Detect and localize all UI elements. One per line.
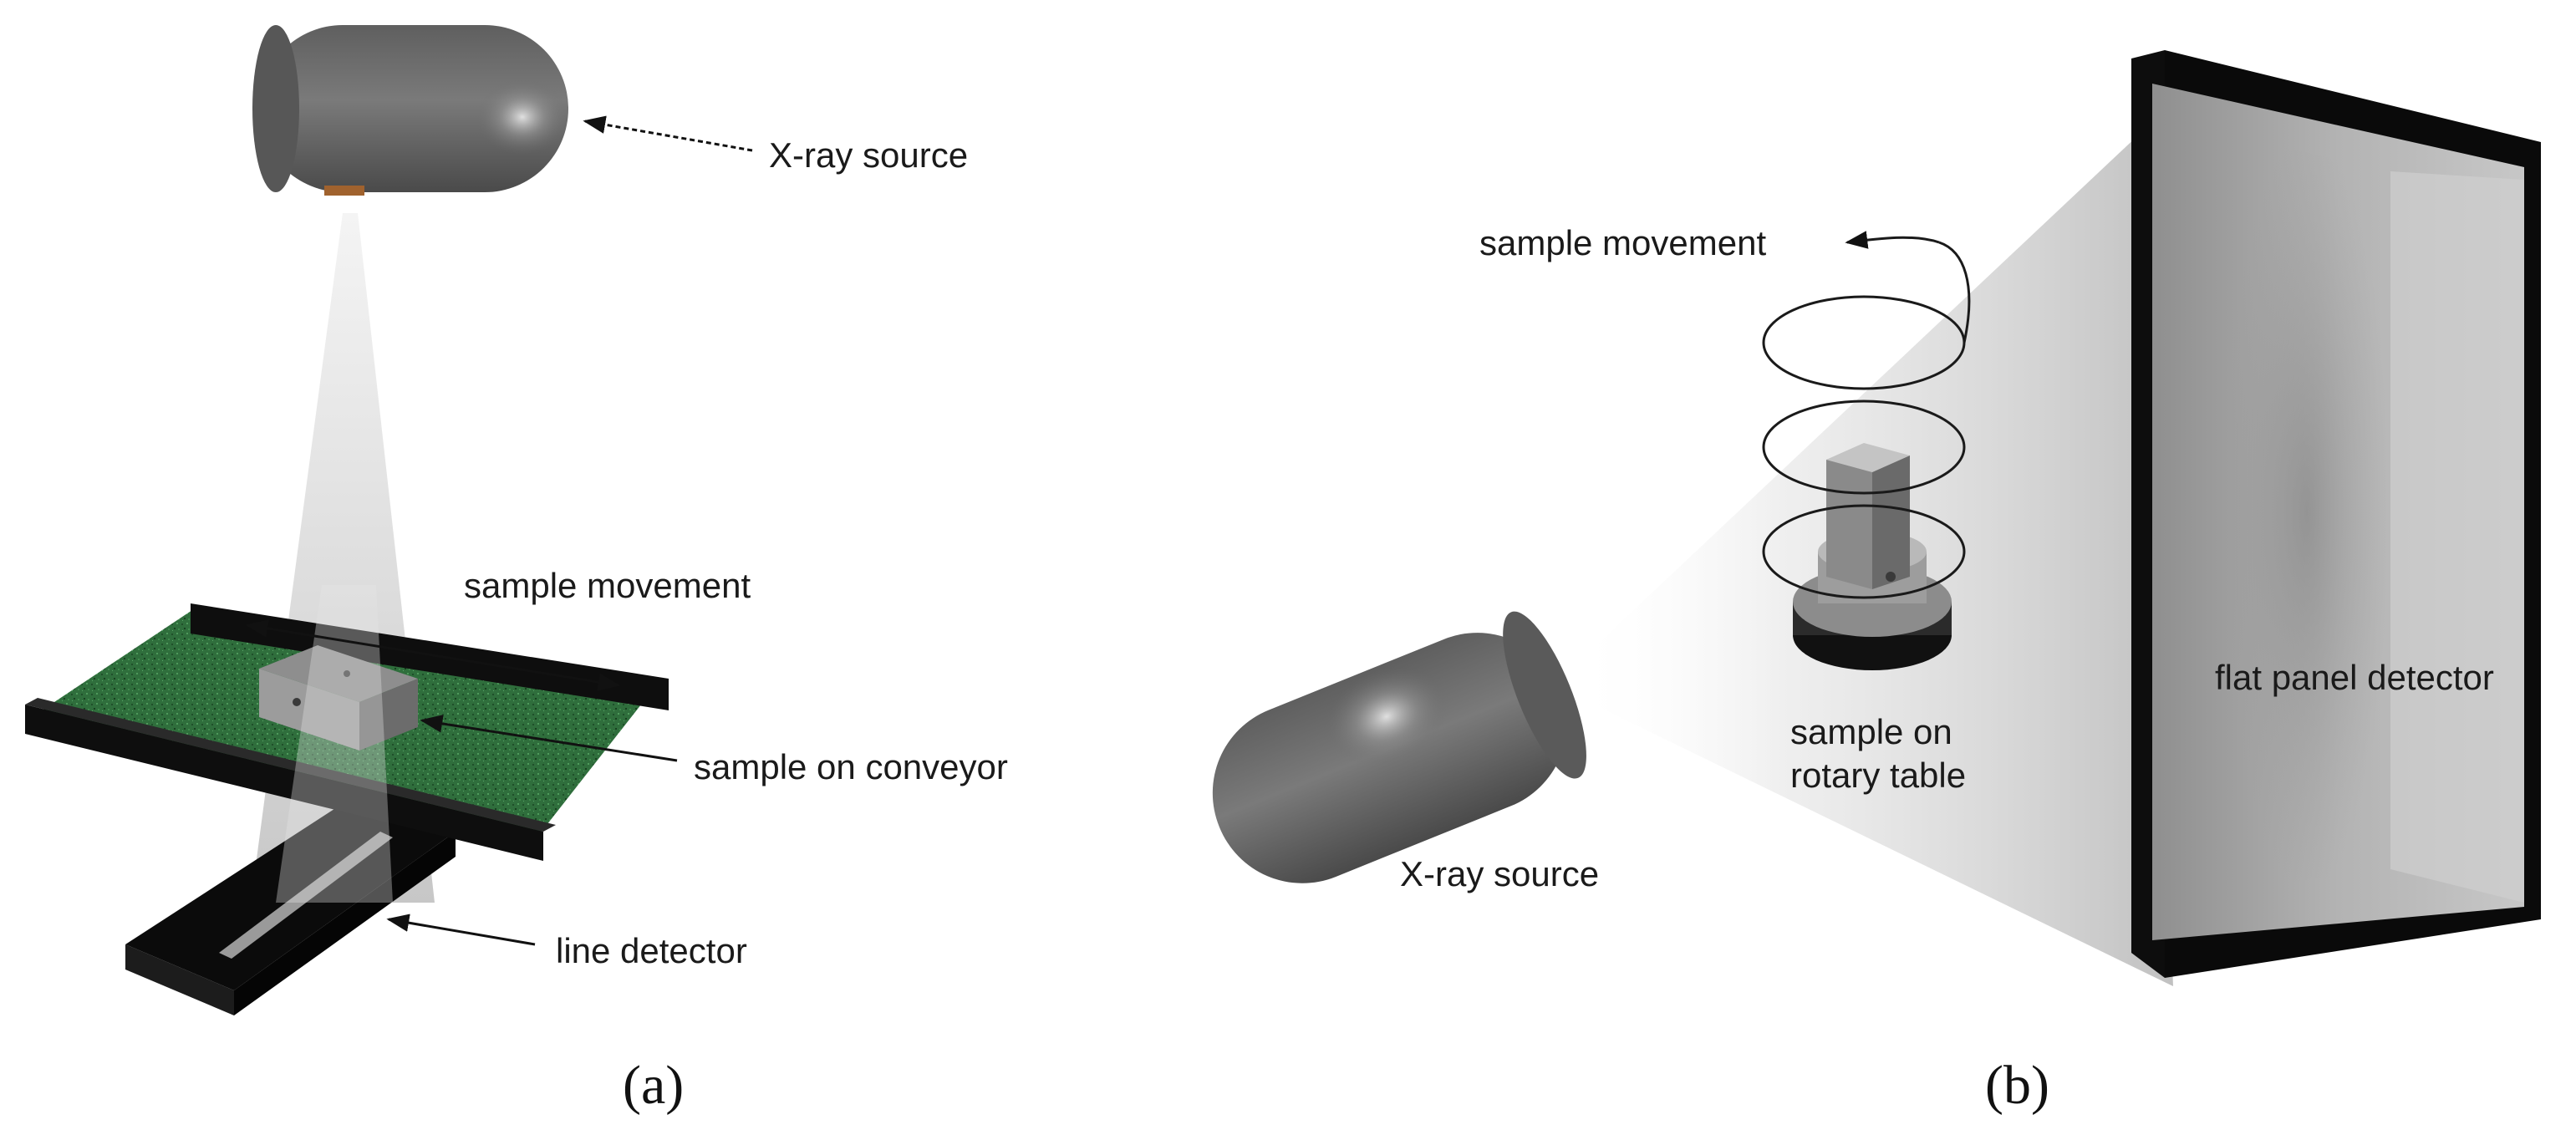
label-sample-on-conveyor: sample on conveyor xyxy=(694,747,1008,786)
caption-a: (a) xyxy=(623,1055,684,1116)
panel-a: X-ray source sample movement sample on c… xyxy=(25,25,1008,1116)
flat-panel-detector xyxy=(2131,50,2541,978)
label-line-detector: line detector xyxy=(556,931,747,970)
arrow-sample-on-conveyor xyxy=(420,715,678,762)
panel-b: sample movement flat panel detector samp… xyxy=(1212,50,2541,1116)
xray-source-a xyxy=(252,25,568,196)
label-rotary-table: rotary table xyxy=(1790,756,1966,795)
source-window xyxy=(324,186,364,196)
label-flat-panel-detector: flat panel detector xyxy=(2215,658,2494,697)
line-detector xyxy=(125,798,456,1015)
label-sample-movement-b: sample movement xyxy=(1479,223,1766,262)
arrow-xray-source-a xyxy=(583,115,753,152)
label-xray-source-b: X-ray source xyxy=(1400,854,1599,893)
rotary-table-assembly xyxy=(1793,443,1952,670)
arrow-sample-movement-a xyxy=(245,619,621,691)
arrow-line-detector xyxy=(386,914,536,946)
label-sample-on: sample on xyxy=(1790,712,1952,751)
detector-strip xyxy=(219,832,393,959)
label-xray-source-a: X-ray source xyxy=(769,135,968,175)
caption-b: (b) xyxy=(1985,1055,2049,1116)
label-sample-movement-a: sample movement xyxy=(464,566,751,605)
xray-source-b xyxy=(1212,611,1586,883)
helix-movement xyxy=(1762,231,1971,599)
projected-image xyxy=(2223,134,2390,890)
